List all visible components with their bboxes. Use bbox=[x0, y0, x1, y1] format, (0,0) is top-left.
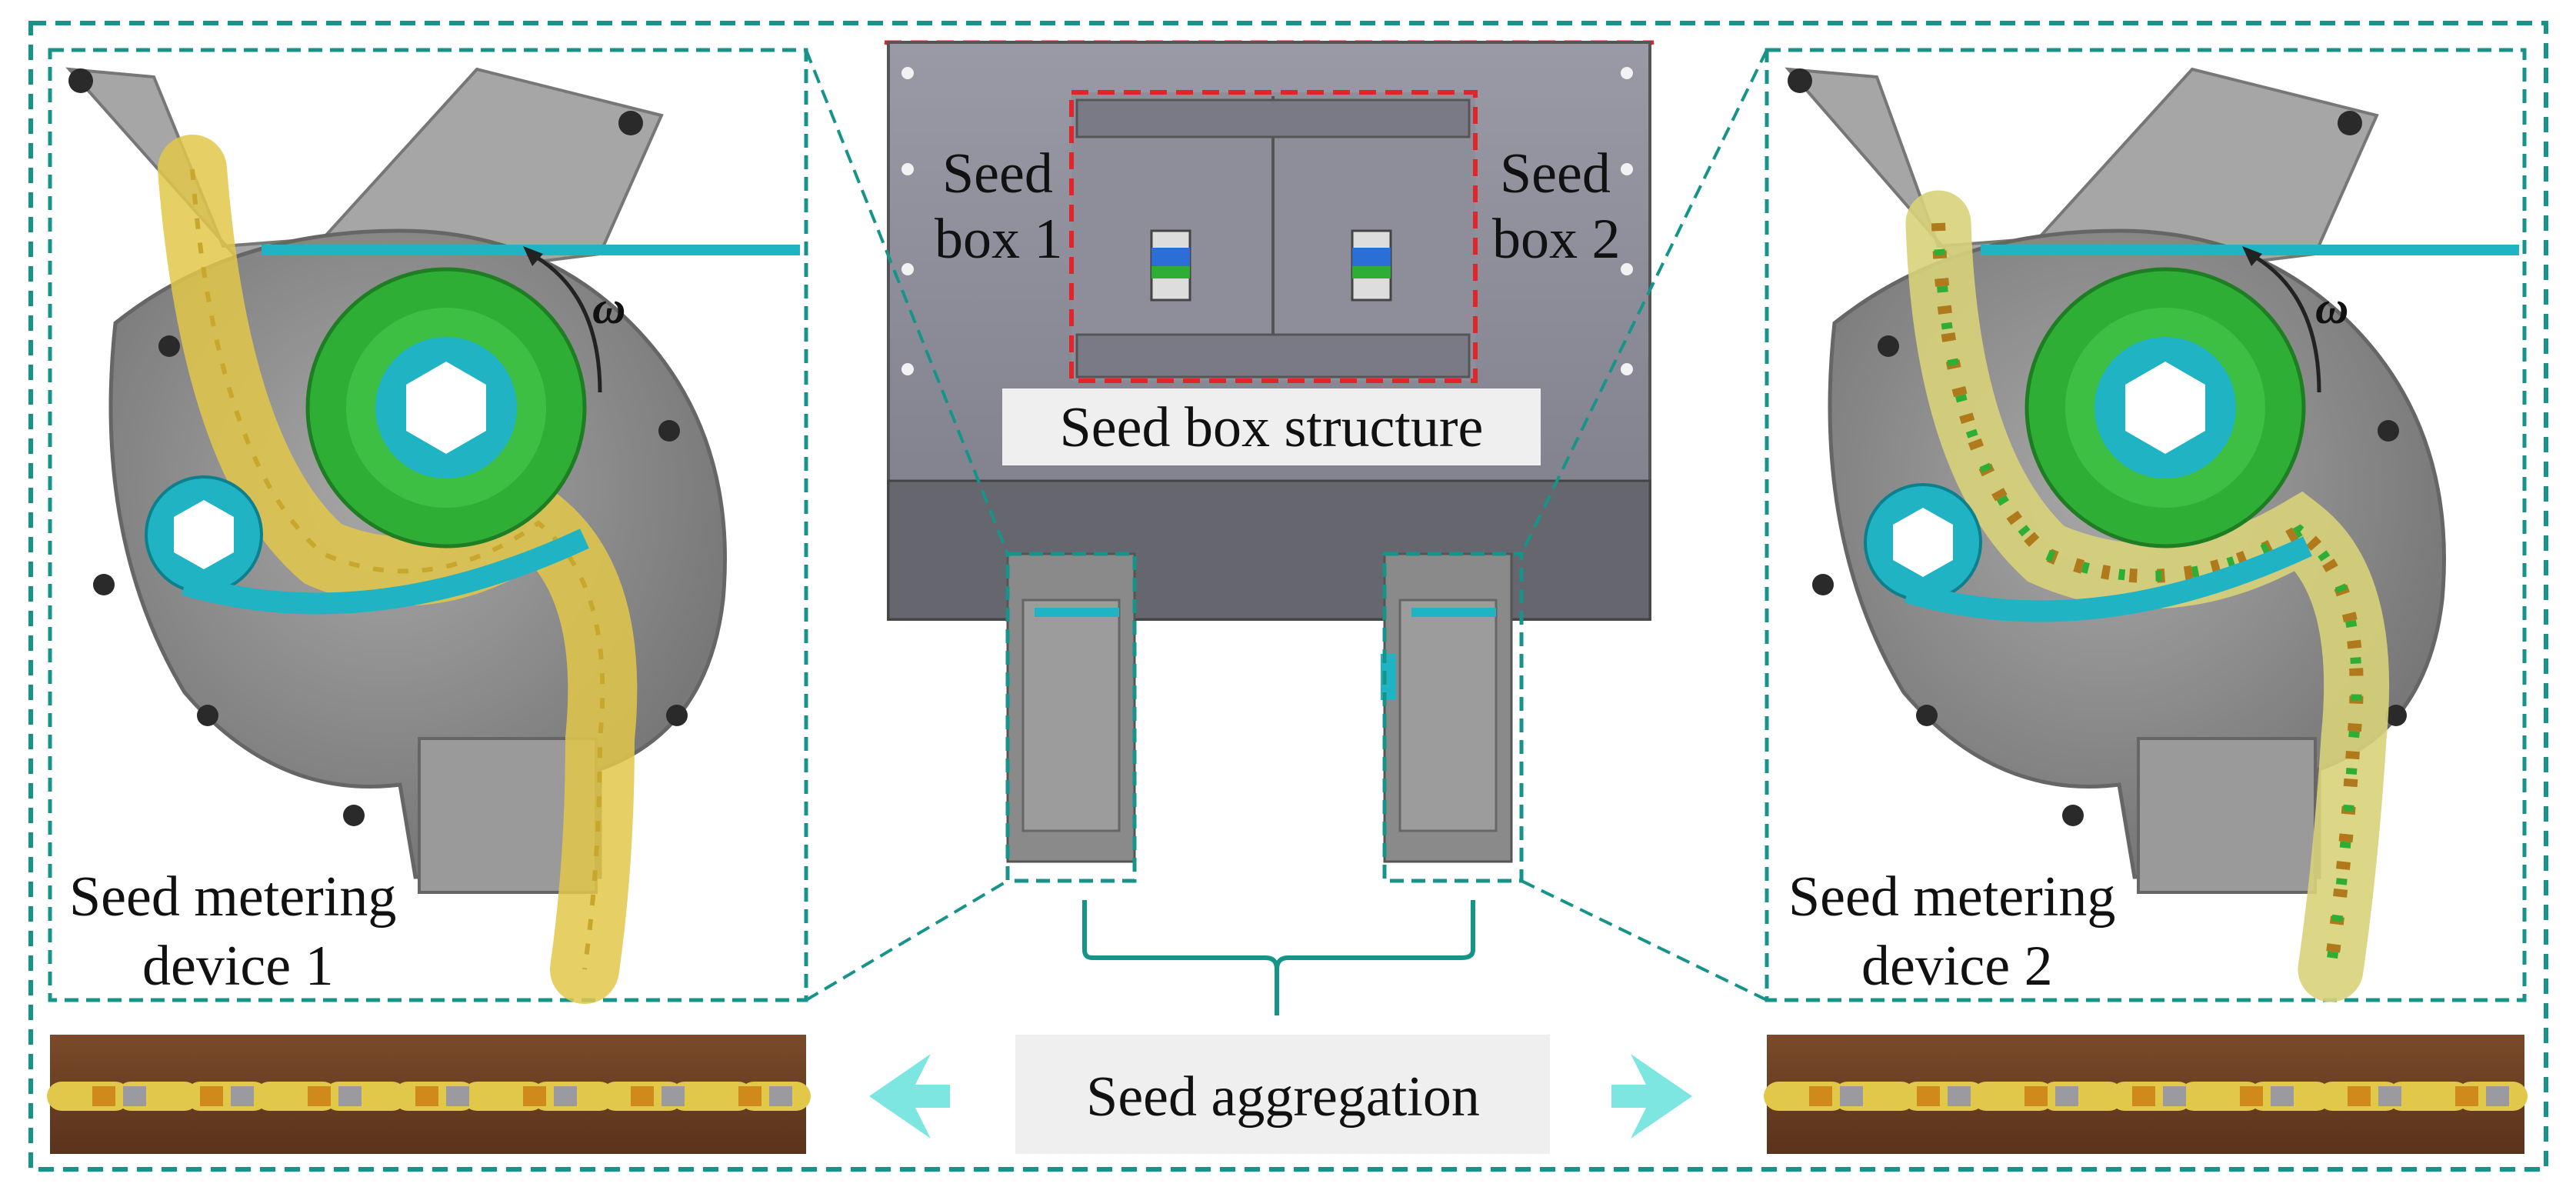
metering-wheel-1 bbox=[305, 267, 587, 548]
arrow-right bbox=[1611, 1054, 1692, 1139]
metering-device-1-panel: ω Seed metering device 1 bbox=[48, 48, 808, 1004]
guide-1 bbox=[182, 528, 589, 615]
metering-2-label-line1: Seed metering bbox=[1788, 865, 2115, 929]
wheel-2-hex bbox=[2125, 362, 2205, 454]
seed-box-structure-label-bg bbox=[1002, 388, 1541, 465]
seed-box-structure-label: Seed box structure bbox=[1060, 396, 1484, 459]
seed-stream-2 bbox=[1905, 190, 2390, 1002]
aggregation-bracket bbox=[1082, 900, 1475, 1015]
metering-2-label-line2: device 2 bbox=[1861, 935, 2053, 998]
metering-2-frame bbox=[1765, 48, 2527, 1002]
wheel-1-hex bbox=[406, 362, 486, 454]
arrow-left bbox=[869, 1054, 950, 1139]
metering-1-label-line1: Seed metering bbox=[69, 865, 396, 929]
seed-box-2-label-line2: box 2 bbox=[1492, 208, 1621, 271]
rotation-arrow-1 bbox=[529, 252, 602, 393]
housing-2-bolts bbox=[1788, 68, 2407, 826]
metering-1-label-line2: device 1 bbox=[142, 935, 334, 998]
housing-2-outlet bbox=[2137, 737, 2317, 894]
seed-box-2-label-line1: Seed bbox=[1500, 142, 1611, 205]
zoom-box-2 bbox=[1382, 552, 1524, 883]
seed-aggregation-label-bg bbox=[1015, 1035, 1550, 1154]
seed-box-1-label-line2: box 1 bbox=[935, 208, 1063, 271]
zoom-box-1 bbox=[1005, 552, 1137, 883]
lower-metering-unit-2 bbox=[1381, 552, 1513, 863]
guide-2 bbox=[1905, 536, 2312, 622]
agitator-2-hex bbox=[1893, 508, 1953, 577]
metering-1-frame bbox=[48, 48, 808, 1002]
box-rivets bbox=[901, 67, 1633, 375]
omega-label-2: ω bbox=[2315, 282, 2348, 333]
agitator-1-hex bbox=[174, 500, 234, 569]
aggregation-row: Seed aggregation bbox=[47, 1035, 2528, 1154]
seed-aggregation-label: Seed aggregation bbox=[1086, 1065, 1480, 1129]
metering-device-2-panel: ω Seed metering device 2 bbox=[1765, 48, 2527, 1002]
outer-frame bbox=[28, 21, 2548, 1172]
seed-box-1-label-line1: Seed bbox=[942, 142, 1053, 205]
rotation-arrow-2 bbox=[2248, 252, 2321, 393]
seed-box-assembly: Seed box 1 Seed box 2 Seed box structure bbox=[805, 40, 1768, 1015]
metering-wheel-2 bbox=[2024, 267, 2306, 548]
lower-metering-unit-1 bbox=[1006, 552, 1136, 863]
omega-label-1: ω bbox=[592, 282, 625, 333]
housing-1-bolts bbox=[68, 68, 688, 826]
seed-box-lower-section bbox=[887, 479, 1651, 621]
